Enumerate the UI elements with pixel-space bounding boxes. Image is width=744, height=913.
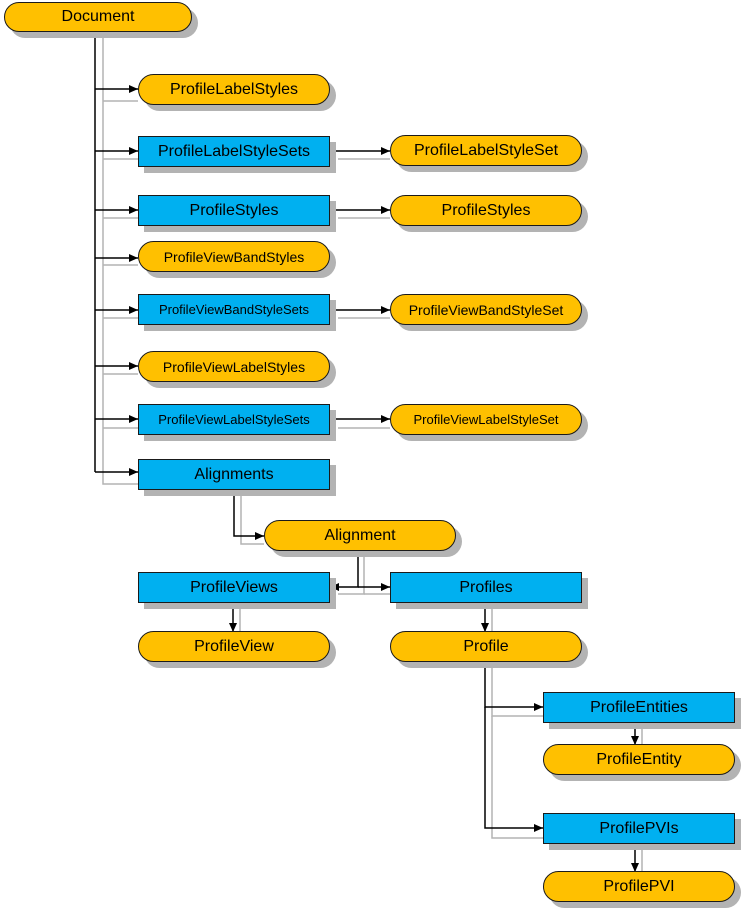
node-alignments: Alignments (138, 459, 330, 490)
node-profile-pvis: ProfilePVIs (543, 813, 735, 844)
node-profile-entities: ProfileEntities (543, 692, 735, 723)
node-alignment: Alignment (264, 520, 456, 551)
node-document: Document (4, 2, 192, 32)
node-profile-styles-object: ProfileStyles (390, 195, 582, 226)
node-profile-pvi: ProfilePVI (543, 871, 735, 902)
node-profiles: Profiles (390, 572, 582, 603)
node-profile-label-style-sets: ProfileLabelStyleSets (138, 136, 330, 167)
node-profile-view-band-style-sets: ProfileViewBandStyleSets (138, 294, 330, 325)
node-profile-view-label-styles: ProfileViewLabelStyles (138, 351, 330, 382)
node-profile-view-band-style-set: ProfileViewBandStyleSet (390, 294, 582, 325)
node-profile-view-label-style-sets: ProfileViewLabelStyleSets (138, 404, 330, 435)
node-profile-label-style-set: ProfileLabelStyleSet (390, 135, 582, 166)
node-profile-view: ProfileView (138, 631, 330, 662)
node-profile-entity: ProfileEntity (543, 744, 735, 775)
node-profile-styles-collection: ProfileStyles (138, 195, 330, 226)
node-profile-view-band-styles: ProfileViewBandStyles (138, 241, 330, 272)
node-profile-label-styles: ProfileLabelStyles (138, 74, 330, 105)
node-profile-views: ProfileViews (138, 572, 330, 603)
node-profile: Profile (390, 631, 582, 662)
node-profile-view-label-style-set: ProfileViewLabelStyleSet (390, 404, 582, 435)
